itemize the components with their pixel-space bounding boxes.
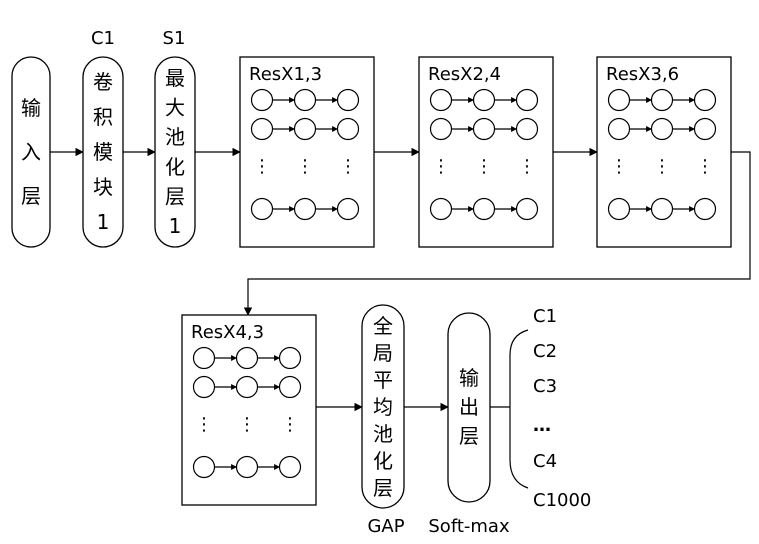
neuron-node — [192, 346, 216, 370]
neuron-node — [293, 117, 317, 141]
class-label: C3 — [533, 376, 557, 397]
vertical-ellipsis: ⋮ — [432, 156, 450, 177]
resx-block-1: ResX1,3 ⋮ ⋮ ⋮ — [239, 56, 375, 248]
neuron-node — [250, 197, 274, 221]
neuron-node — [336, 88, 360, 112]
neuron-node — [515, 88, 539, 112]
neuron-node — [192, 375, 216, 399]
class-label: C1 — [533, 306, 557, 327]
neuron-node — [278, 346, 302, 370]
neuron-node — [250, 117, 274, 141]
class-label: C2 — [533, 341, 557, 362]
neuron-node — [250, 88, 274, 112]
neuron-node — [650, 117, 674, 141]
neuron-node — [515, 117, 539, 141]
vertical-ellipsis: ⋮ — [339, 156, 357, 177]
softmax-bottom-label: Soft-max — [428, 516, 510, 537]
class-brace — [509, 329, 529, 489]
neuron-node — [607, 88, 631, 112]
vertical-ellipsis: ⋮ — [253, 156, 271, 177]
neuron-node — [235, 346, 259, 370]
neuron-node — [650, 88, 674, 112]
vertical-ellipsis: ⋮ — [610, 156, 628, 177]
resx-block-3: ResX3,6 ⋮ ⋮ ⋮ — [596, 56, 732, 248]
resx-block-label: ResX2,4 — [428, 64, 501, 85]
vertical-ellipsis: ⋮ — [238, 414, 256, 435]
neuron-node — [429, 197, 453, 221]
class-label: C4 — [533, 451, 557, 472]
conv-top-label: C1 — [91, 28, 115, 49]
arrow-resx3-to-resx4 — [243, 151, 751, 316]
resx-block-label: ResX3,6 — [606, 64, 679, 85]
neuron-node — [515, 197, 539, 221]
neuron-node — [429, 88, 453, 112]
neuron-node — [336, 117, 360, 141]
neuron-node — [336, 197, 360, 221]
neuron-node — [293, 88, 317, 112]
neuron-node — [278, 375, 302, 399]
neuron-node — [429, 117, 453, 141]
vertical-ellipsis: ⋮ — [518, 156, 536, 177]
neuron-node — [693, 197, 717, 221]
resx-block-label: ResX1,3 — [249, 64, 322, 85]
vertical-ellipsis: ⋮ — [195, 414, 213, 435]
vertical-ellipsis: ⋮ — [696, 156, 714, 177]
neuron-node — [472, 117, 496, 141]
resx-block-4: ResX4,3 ⋮ ⋮ ⋮ — [181, 314, 317, 506]
resx-block-2: ResX2,4 ⋮ ⋮ ⋮ — [418, 56, 554, 248]
output-layer-label: 输出层 — [459, 366, 479, 448]
pool-top-label: S1 — [163, 28, 186, 49]
vertical-ellipsis: ⋮ — [281, 414, 299, 435]
vertical-ellipsis: ⋮ — [296, 156, 314, 177]
neuron-node — [650, 197, 674, 221]
gap-layer-label: 全局平均池化层 — [373, 314, 393, 500]
neuron-node — [235, 375, 259, 399]
neuron-node — [192, 455, 216, 479]
neuron-node — [693, 88, 717, 112]
class-label: C1000 — [533, 490, 591, 511]
neuron-node — [278, 455, 302, 479]
neuron-node — [607, 197, 631, 221]
vertical-ellipsis: ⋮ — [475, 156, 493, 177]
vertical-ellipsis: ⋮ — [653, 156, 671, 177]
neuron-node — [607, 117, 631, 141]
class-label: … — [533, 415, 551, 436]
gap-bottom-label: GAP — [367, 516, 404, 537]
neuron-node — [472, 88, 496, 112]
neuron-node — [472, 197, 496, 221]
neuron-node — [693, 117, 717, 141]
neuron-node — [235, 455, 259, 479]
resx-block-label: ResX4,3 — [191, 322, 264, 343]
input-layer-label: 输入层 — [21, 96, 41, 208]
neuron-node — [293, 197, 317, 221]
